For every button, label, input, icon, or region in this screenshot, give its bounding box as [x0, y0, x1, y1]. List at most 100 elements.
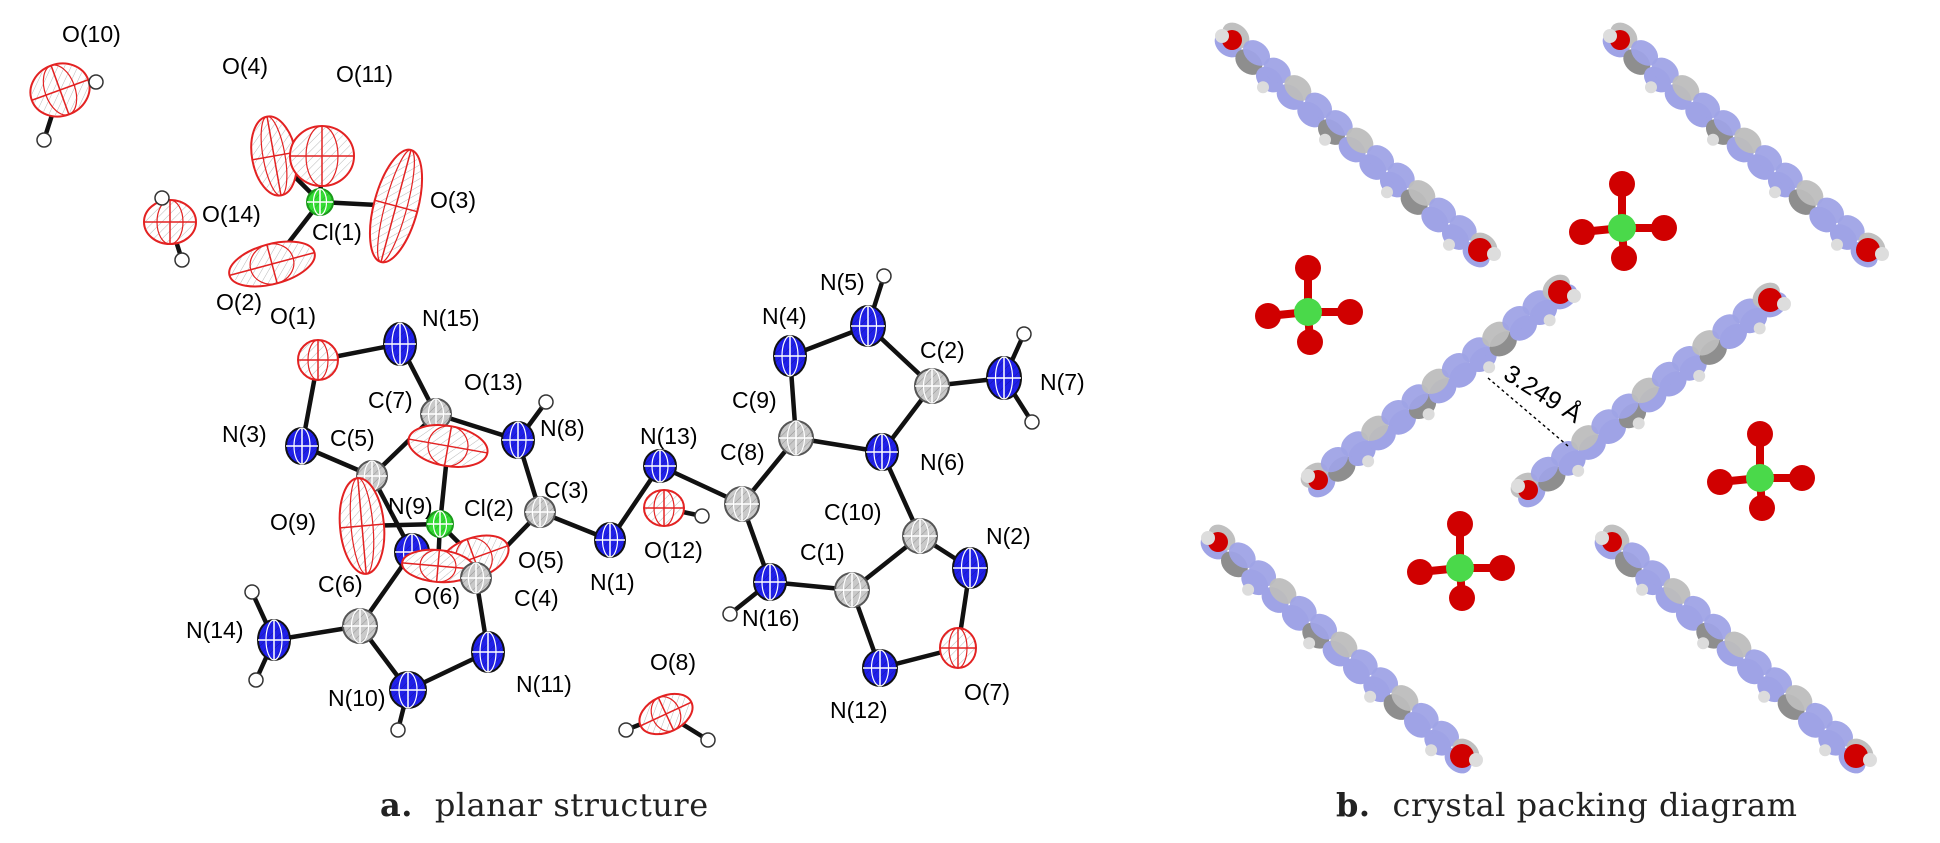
chain-atom: [1310, 613, 1338, 640]
caption-b-letter: b.: [1336, 786, 1371, 824]
atom-label-o5: O(5): [518, 547, 564, 573]
atom-h-n10: [390, 722, 406, 738]
atom-label-n12: N(12): [830, 697, 888, 723]
chain-hydrogen: [1693, 369, 1706, 382]
chain-end-hydrogen: [1595, 531, 1609, 545]
atom-h-o14a: [154, 190, 170, 206]
chain-hydrogen: [1242, 583, 1255, 596]
distance-annotation: 3.249 Å: [1487, 358, 1588, 447]
perchlorate-top: [1569, 171, 1677, 271]
chlorine-atom: [1608, 214, 1636, 242]
atom-o1: [297, 339, 339, 381]
planar-structure-panel: O(10) O(4) O(11) O(3) O(14) Cl(1) O(2) O…: [29, 21, 1085, 748]
chain-atom: [1381, 399, 1409, 426]
chain-hydrogen: [1644, 81, 1657, 94]
caption-a: a.planar structure: [380, 786, 709, 824]
chain-end-hydrogen: [1201, 531, 1215, 545]
chain-top-left: [1214, 22, 1501, 268]
chain-top-right: [1602, 22, 1889, 268]
atom-n10: [389, 671, 427, 709]
chain-atom: [1522, 290, 1550, 316]
atom-h-n8: [538, 394, 554, 410]
chain-end-hydrogen: [1301, 469, 1315, 483]
atom-h-o8b: [700, 732, 716, 748]
atom-n5: [850, 305, 886, 347]
atom-label-n3: N(3): [222, 421, 267, 447]
atom-label-n5: N(5): [820, 269, 865, 295]
chlorine-atom: [1294, 298, 1322, 326]
oxygen-atom: [1569, 219, 1595, 245]
atom-label-o7: O(7): [964, 679, 1010, 705]
atom-n14: [257, 619, 291, 661]
chain-hydrogen: [1422, 408, 1435, 421]
chain-atom: [1387, 162, 1415, 189]
atom-h-o8a: [618, 722, 634, 738]
atom-label-n9: N(9): [388, 493, 433, 519]
atom-o13: [407, 424, 489, 468]
chain-hydrogen: [1697, 637, 1710, 650]
atom-n8: [501, 421, 535, 459]
atom-label-c5: C(5): [330, 425, 375, 451]
oxygen-atom: [1447, 511, 1473, 537]
chain-atom: [1305, 92, 1333, 119]
atom-n6: [865, 433, 899, 471]
perchlorate-anions: [1255, 171, 1815, 611]
atom-n15: [383, 322, 417, 366]
atom-c1: [834, 572, 870, 608]
atom-h-n16: [722, 606, 738, 622]
atom-label-n6: N(6): [920, 449, 965, 475]
atom-label-n2: N(2): [986, 523, 1031, 549]
chain-atom: [1712, 314, 1740, 340]
atom-label-c1: C(1): [800, 539, 845, 565]
chain-atom: [1672, 345, 1700, 372]
chain-atom: [1775, 162, 1803, 189]
chain-atom: [1441, 352, 1470, 379]
chain-atom: [1796, 180, 1824, 206]
atom-o8: [638, 692, 694, 736]
atom-label-c2: C(2): [920, 337, 965, 363]
atom-o6: [401, 548, 475, 584]
chain-atom: [1330, 631, 1358, 658]
oxygen-atom: [1297, 329, 1323, 355]
chain-atom: [1622, 542, 1650, 569]
atom-label-c9: C(9): [732, 387, 777, 413]
atom-label-n10: N(10): [328, 685, 386, 711]
chain-atom: [1732, 298, 1760, 324]
atom-n16: [753, 563, 787, 601]
chain-atom: [1429, 197, 1457, 224]
atom-o14: [143, 199, 197, 245]
chlorine-atom: [1746, 464, 1774, 492]
chain-atom: [1320, 446, 1349, 473]
chain-atom: [1805, 702, 1833, 729]
atom-h-n5: [876, 268, 892, 284]
chain-hydrogen: [1318, 133, 1331, 146]
atom-n11: [471, 631, 505, 673]
oxygen-atom: [1651, 215, 1677, 241]
chain-hydrogen: [1543, 314, 1556, 327]
chain-atom: [1325, 110, 1353, 136]
atom-label-o12: O(12): [644, 537, 703, 563]
chain-atom: [1371, 667, 1399, 694]
chain-atom: [1289, 595, 1317, 622]
atom-h-o12: [694, 508, 710, 524]
chain-hydrogen: [1753, 322, 1766, 335]
atom-o11: [289, 125, 355, 187]
atom-label-o14: O(14): [202, 201, 261, 227]
chain-atom: [1651, 57, 1679, 84]
chain-end-hydrogen: [1863, 753, 1877, 767]
chain-mid-right: [1510, 282, 1791, 508]
oxygen-atom: [1449, 585, 1475, 611]
chain-end-hydrogen: [1469, 753, 1483, 767]
chain-atom: [1502, 305, 1530, 332]
atom-h-o10b: [36, 132, 52, 148]
atom-label-n16: N(16): [742, 605, 800, 631]
chain-atom: [1401, 384, 1429, 410]
chain-atom: [1411, 702, 1439, 729]
atoms: [29, 62, 1040, 748]
atom-n4: [773, 335, 807, 377]
oxygen-atom: [1489, 555, 1515, 581]
oxygen-atom: [1337, 299, 1363, 325]
atom-h-o10a: [88, 74, 104, 90]
chain-atom: [1693, 92, 1721, 119]
atom-c2: [914, 368, 950, 404]
